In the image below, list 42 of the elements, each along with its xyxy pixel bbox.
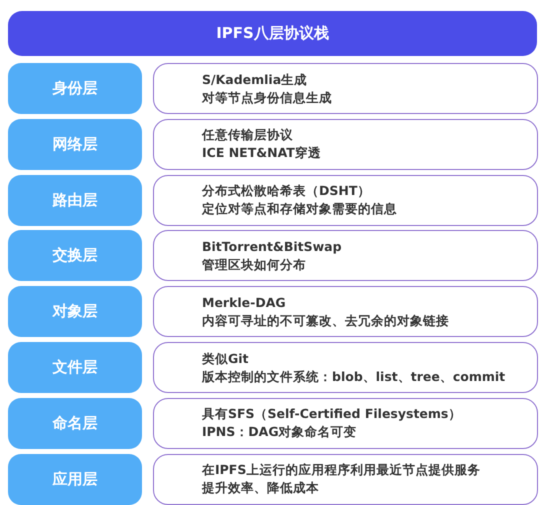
description-heading: 分布式松散哈希表（DSHT） [202,182,370,200]
description-text: 版本控制的文件系统：blob、list、tree、commit [202,368,506,386]
description-text: 管理区块如何分布 [202,256,306,274]
layer-box [8,174,142,226]
layer-name: 路由层 [52,190,98,210]
description-text: 定位对等点和存储对象需要的信息 [202,200,397,218]
layer-box [8,63,142,114]
description-text: 提升效率、降低成本 [202,479,319,498]
description-box [153,342,538,393]
description-box [153,454,538,505]
description-heading: 任意传输层协议 [202,126,293,144]
description-heading: 类似Git [202,350,249,368]
layer-name: 网络层 [52,134,98,154]
description-text: ICE NET&NAT穿透 [202,144,321,162]
description-box [153,398,538,449]
layer-name: 交换层 [52,246,98,266]
layer-name: 文件层 [52,358,98,377]
layer-box [8,454,142,505]
description-heading: 在IPFS上运行的应用程序利用最近节点提供服务 [202,461,480,480]
title-band [8,11,537,56]
description-text: 对等节点身份信息生成 [202,88,332,106]
description-text: IPNS：DAG对象命名可变 [202,423,357,442]
layer-box [8,342,142,393]
layer-name: 应用层 [52,470,98,489]
layer-box [8,286,142,338]
description-heading: BitTorrent&BitSwap [202,238,342,256]
description-box [153,230,538,282]
description-box [153,118,538,170]
layer-box [8,398,142,449]
layer-name: 身份层 [52,79,98,98]
description-heading: Merkle-DAG [202,294,286,312]
layer-name: 命名层 [52,414,98,433]
description-text: 内容可寻址的不可篡改、去冗余的对象链接 [202,312,449,330]
layer-name: 对象层 [52,302,98,322]
description-box [153,63,538,114]
layer-box [8,230,142,282]
description-box [153,174,538,226]
title-text: IPFS八层协议栈 [216,24,329,43]
description-box [153,286,538,338]
description-heading: 具有SFS（Self-Certified Filesystems） [202,405,462,424]
layer-box [8,118,142,170]
description-heading: S/Kademlia生成 [202,70,308,88]
